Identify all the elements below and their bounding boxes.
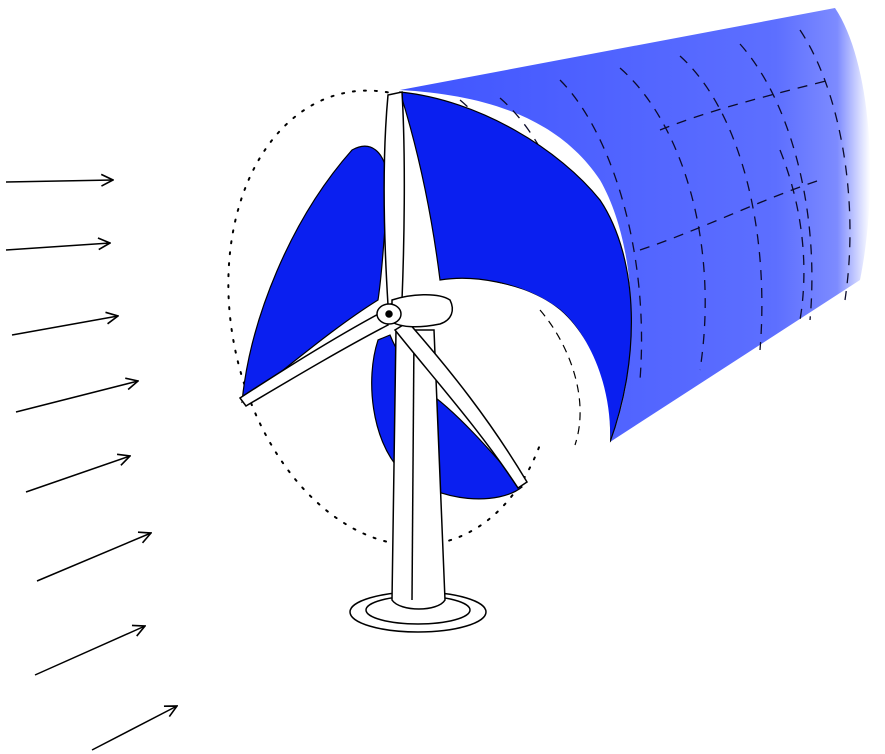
wind-arrow xyxy=(6,180,113,182)
turbine-blade-top xyxy=(384,92,404,305)
turbine-hub-center xyxy=(386,311,392,317)
wind-arrow xyxy=(35,626,145,675)
wind-arrow xyxy=(92,706,177,750)
wind-arrow xyxy=(16,381,138,412)
wind-arrow xyxy=(26,456,130,492)
wind-arrow xyxy=(12,316,118,335)
wind-arrow xyxy=(37,533,151,581)
wind-arrow xyxy=(6,243,110,250)
wind-arrows xyxy=(6,180,177,750)
